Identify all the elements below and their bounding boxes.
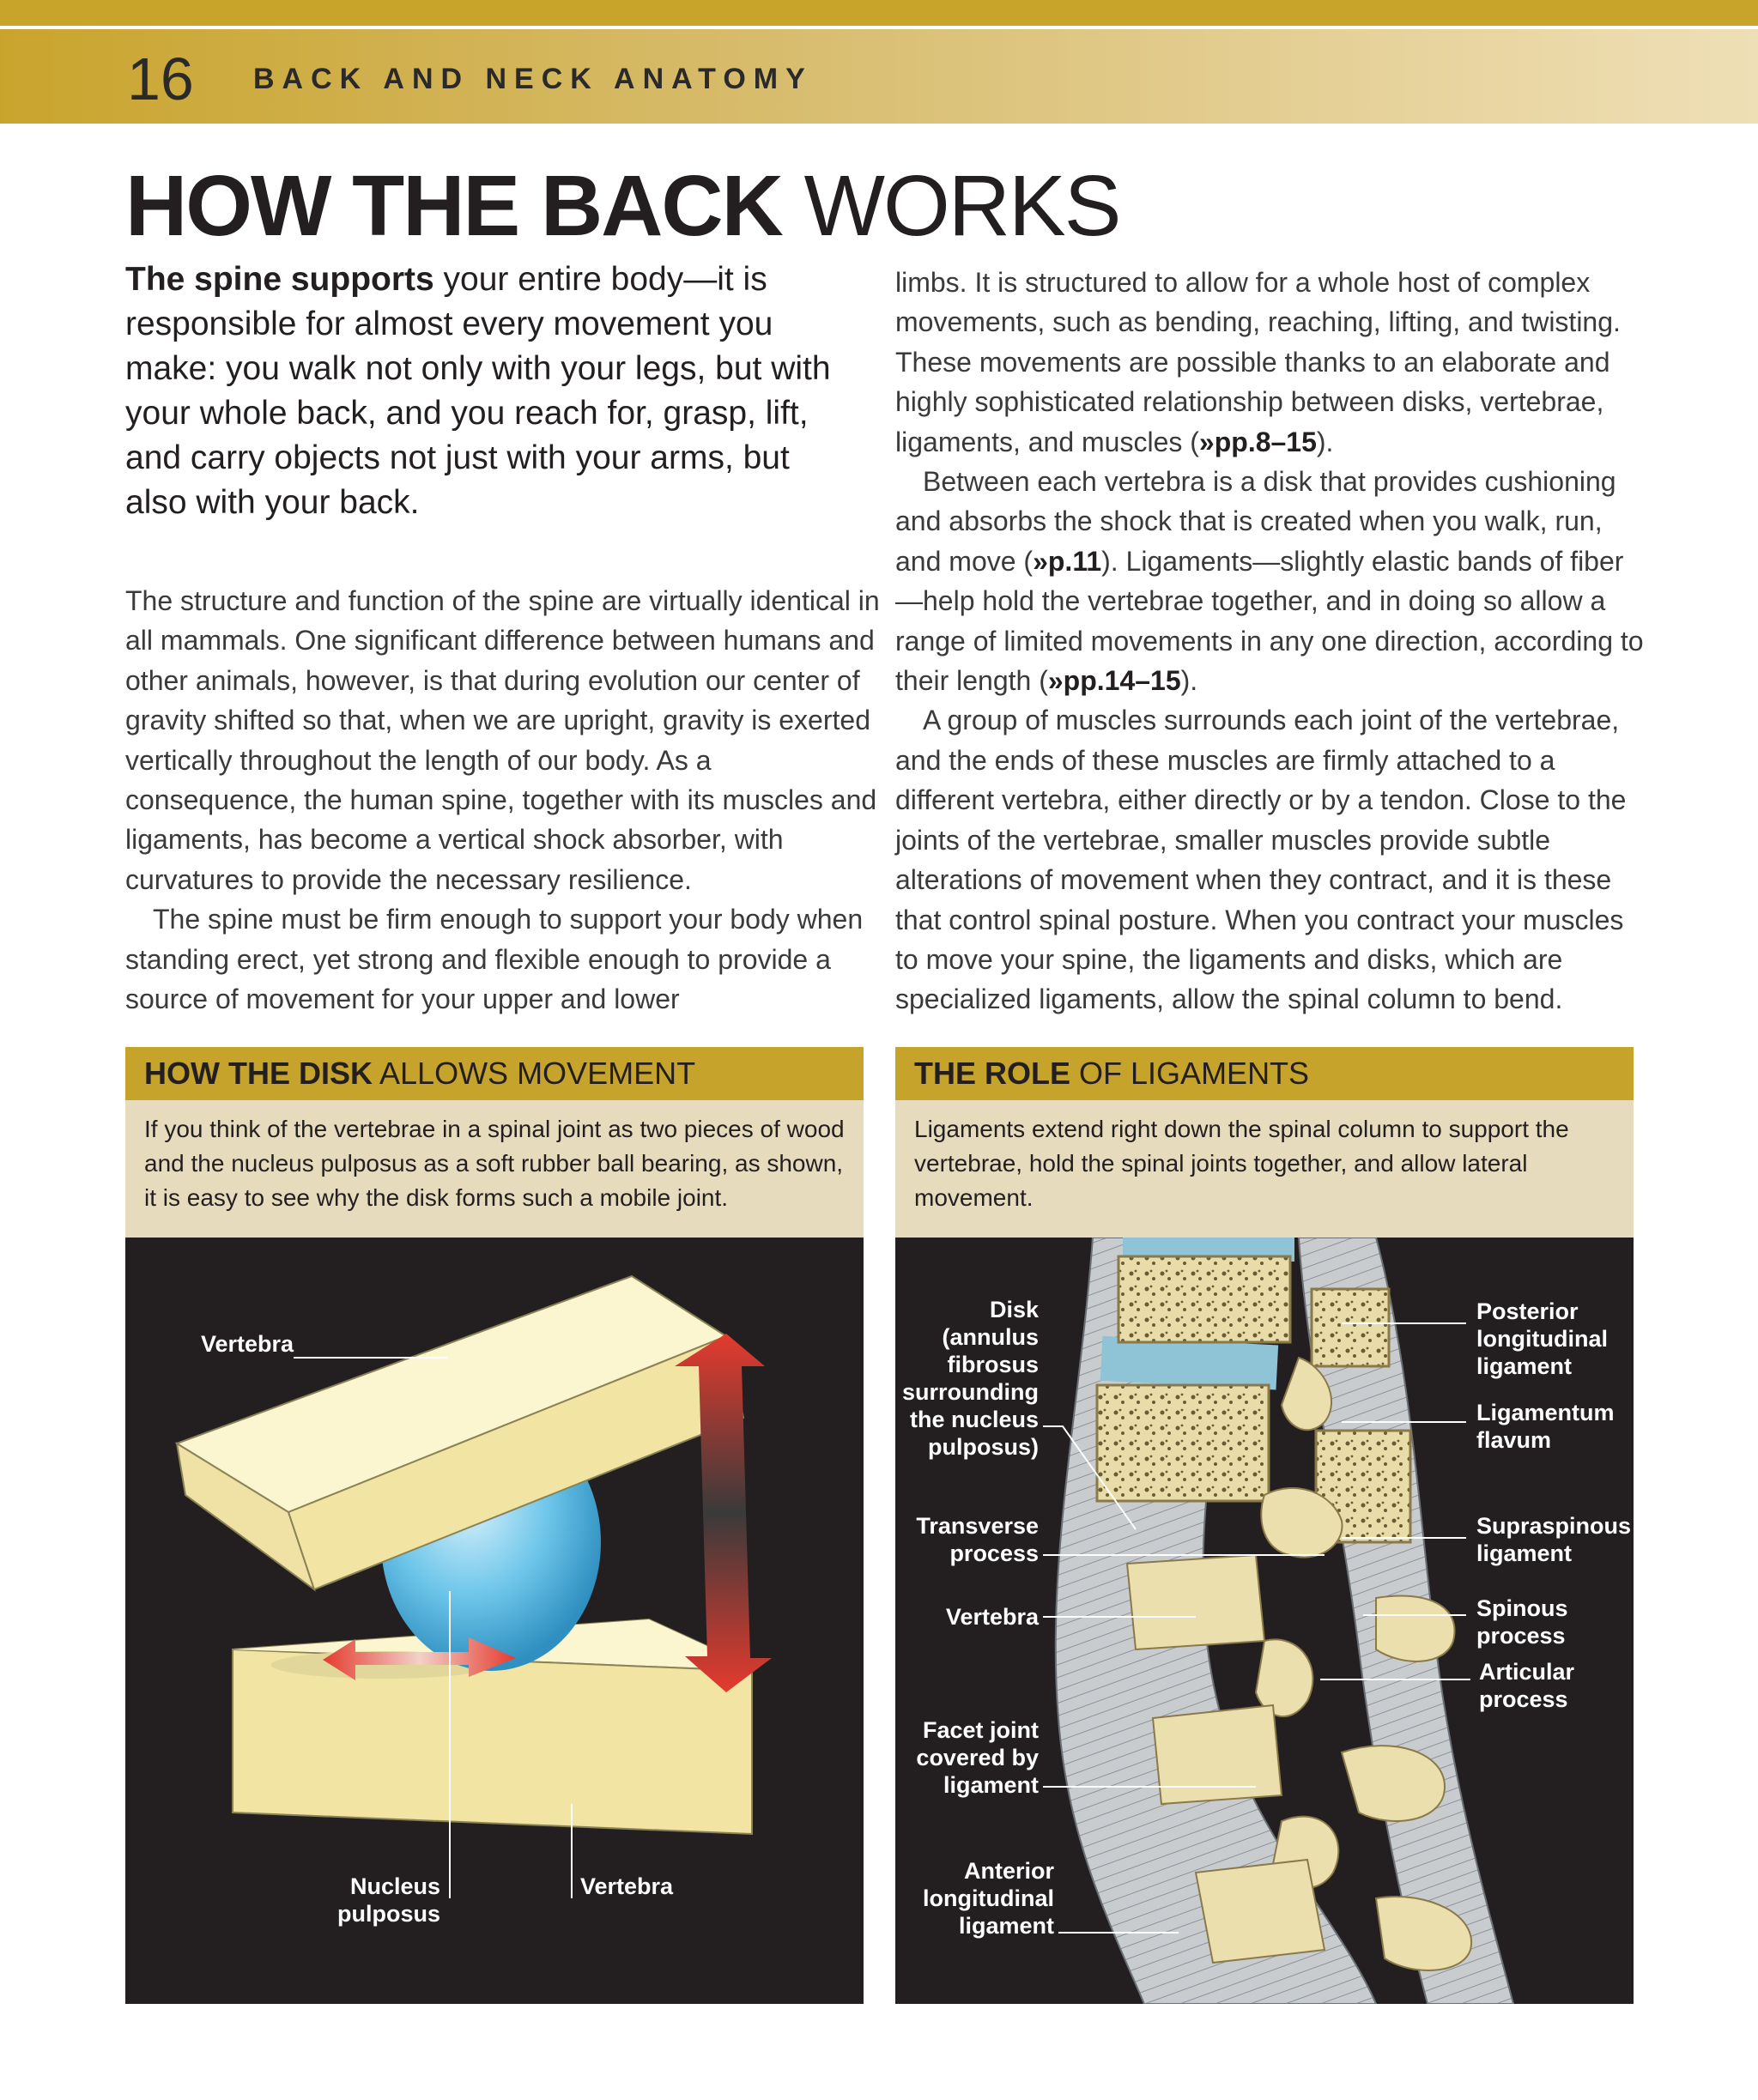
body-text: ). Ligaments—slightly elastic bands of f… [895,545,1644,697]
body-column-right: limbs. It is structured to allow for a w… [895,263,1651,1020]
body-text: ). [1180,665,1198,697]
section-title: BACK AND NECK ANATOMY [253,63,813,95]
vertical-movement-arrow [675,1334,772,1692]
vertebral-body-section [1095,1383,1270,1503]
body-column-left: The structure and function of the spine … [125,581,881,1019]
label-vertebra-bottom: Vertebra [580,1873,674,1899]
body-paragraph: A group of muscles surrounds each joint … [895,705,1627,1015]
body-paragraph: Between each vertebra is a disk that pro… [895,462,1651,700]
vertebral-body-section [1310,1287,1391,1368]
label-articular-process: Articular process [1479,1659,1575,1712]
label-facet-joint: Facet joint covered by ligament [916,1717,1039,1798]
label-ligamentum-flavum: Ligamentum flavum [1476,1400,1615,1453]
label-spinous-process: Spinous process [1476,1595,1568,1649]
page-title: HOW THE BACK WORKS [125,154,1122,257]
top-gold-band [0,0,1758,26]
intro-text: your entire body—it is responsible for a… [125,261,831,521]
body-paragraph: limbs. It is structured to allow for a w… [895,263,1651,462]
disk-panel-heading-light: ALLOWS MOVEMENT [379,1056,696,1091]
disk-panel-description: If you think of the vertebrae in a spina… [125,1100,864,1238]
vertebral-body-section [1117,1255,1292,1344]
label-disk-annulus: Disk (annulus fibrosus surrounding the n… [902,1297,1039,1460]
disk-panel-heading: HOW THE DISK ALLOWS MOVEMENT [125,1047,864,1100]
page-title-light: WORKS [803,158,1122,254]
label-vertebra-top: Vertebra [201,1331,294,1357]
body-paragraph: The spine must be firm enough to support… [125,904,864,1015]
body-paragraph: The structure and function of the spine … [125,585,880,895]
horizontal-movement-arrow [323,1637,516,1680]
disk-illustration: Vertebra Nucleus pulposus Vertebra [125,1238,864,2004]
page-title-bold: HOW THE BACK [125,158,784,254]
spine-diagram [1043,1238,1515,2004]
header-bar [0,29,1758,124]
ligaments-panel-heading-light: OF LIGAMENTS [1079,1056,1310,1091]
disk-segment [1100,1335,1279,1390]
intro-paragraph: The spine supports your entire body—it i… [125,257,846,525]
cross-reference-link[interactable]: »p.11 [1033,545,1102,577]
spine-ligaments-illustration: Disk (annulus fibrosus surrounding the n… [895,1238,1634,2004]
ligaments-panel-heading-bold: THE ROLE [914,1056,1071,1091]
label-nucleus-pulposus: Nucleus pulposus [337,1873,440,1927]
body-text: limbs. It is structured to allow for a w… [895,267,1621,457]
page-number: 16 [127,45,194,112]
label-supraspinous-ligament: Supraspinous ligament [1476,1513,1632,1566]
disk-diagram [174,1274,772,1898]
label-anterior-longitudinal-ligament: Anterior longitudinal ligament [923,1858,1054,1939]
ligaments-panel-heading: THE ROLE OF LIGAMENTS [895,1047,1634,1100]
disk-panel-heading-bold: HOW THE DISK [144,1056,373,1091]
cross-reference-link[interactable]: »pp.8–15 [1198,426,1317,457]
intro-lead: The spine supports [125,261,434,298]
ligaments-panel-description: Ligaments extend right down the spinal c… [895,1100,1634,1238]
body-text: ). [1316,426,1334,457]
label-transverse-process: Transverse process [916,1513,1039,1566]
label-posterior-longitudinal-ligament: Posterior longitudinal ligament [1476,1298,1608,1379]
cross-reference-link[interactable]: »pp.14–15 [1047,665,1181,697]
bone-processes [1125,1356,1473,1971]
label-vertebra: Vertebra [945,1604,1039,1630]
body-text: Between each vertebra is a disk that pro… [895,466,1616,577]
